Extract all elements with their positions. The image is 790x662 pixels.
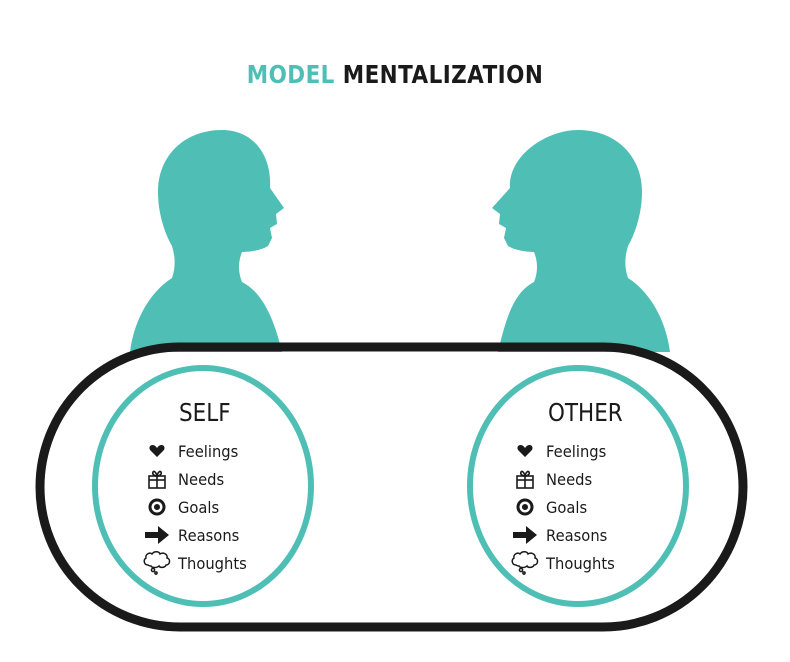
title-word-mentalization: MENTALIZATION (342, 60, 544, 89)
self-label-feelings: Feelings (178, 441, 239, 461)
other-item-goals: Goals (510, 495, 591, 519)
self-item-goals: Goals (142, 495, 223, 519)
self-item-feelings: Feelings (142, 439, 244, 463)
self-label-needs: Needs (178, 469, 225, 489)
other-label-thoughts: Thoughts (546, 553, 615, 573)
title-word-model: MODEL (246, 60, 335, 89)
self-label-thoughts: Thoughts (178, 553, 247, 573)
other-item-needs: Needs (510, 467, 596, 491)
gift-icon (142, 467, 172, 491)
gift-icon (510, 467, 540, 491)
other-head-silhouette (492, 130, 670, 352)
other-ellipse (467, 365, 689, 607)
self-head-silhouette (130, 130, 284, 352)
other-label-goals: Goals (546, 497, 588, 517)
target-icon (510, 495, 540, 519)
self-label-goals: Goals (178, 497, 220, 517)
thought-cloud-icon (510, 551, 540, 575)
diagram-title: MODEL MENTALIZATION (55, 60, 734, 89)
other-label-needs: Needs (546, 469, 593, 489)
self-item-thoughts: Thoughts (142, 551, 253, 575)
arrow-right-icon (142, 523, 172, 547)
other-item-reasons: Reasons (510, 523, 613, 547)
self-ellipse (92, 365, 314, 607)
self-item-reasons: Reasons (142, 523, 245, 547)
other-label-reasons: Reasons (546, 525, 608, 545)
other-label-feelings: Feelings (546, 441, 607, 461)
other-item-thoughts: Thoughts (510, 551, 621, 575)
self-heading: SELF (179, 398, 231, 427)
heart-icon (142, 439, 172, 463)
target-icon (142, 495, 172, 519)
self-item-needs: Needs (142, 467, 228, 491)
heart-icon (510, 439, 540, 463)
arrow-right-icon (510, 523, 540, 547)
outer-capsule (35, 342, 748, 632)
self-label-reasons: Reasons (178, 525, 240, 545)
thought-cloud-icon (142, 551, 172, 575)
other-heading: OTHER (548, 398, 623, 427)
other-item-feelings: Feelings (510, 439, 612, 463)
